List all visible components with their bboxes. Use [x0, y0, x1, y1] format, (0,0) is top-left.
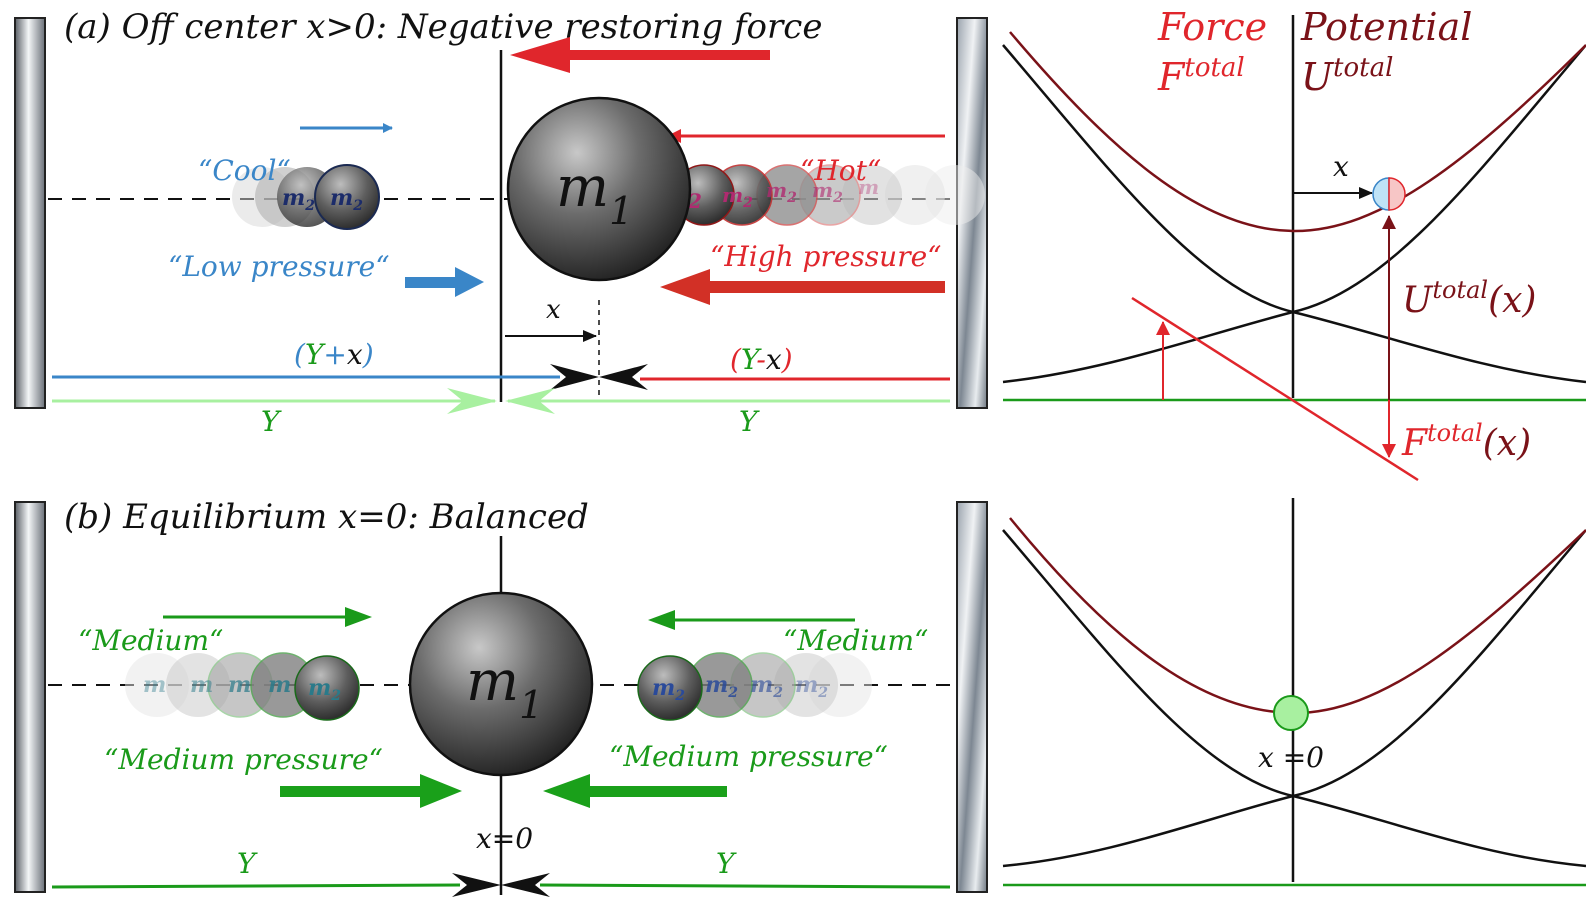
- hot-molecules: [673, 164, 985, 226]
- y-label-left-b: Y: [237, 847, 258, 880]
- graph-b-total-potential-curve: [1009, 517, 1586, 715]
- cool-mass-label-2: m2: [330, 185, 363, 214]
- panel-a-title: (a) Off center x>0: Negative restoring f…: [64, 7, 822, 47]
- graph-a-left-potential-curve: [1002, 44, 1586, 384]
- x0-label-b: x=0: [476, 822, 533, 855]
- graph-b-right-potential-curve: [1002, 529, 1586, 868]
- high-pressure-label: “High pressure“: [710, 240, 941, 273]
- graph-b-left-potential-curve: [1002, 529, 1586, 868]
- big-mass-label-b: m1: [466, 649, 543, 727]
- y-meet-head-right-b: [501, 873, 550, 897]
- big-mass-a: [506, 96, 692, 282]
- y-line-right-b: [539, 883, 951, 889]
- medium-right-molecules: [637, 652, 872, 721]
- left-length-label: (Y+x): [294, 338, 374, 371]
- cool-molecules: [232, 164, 380, 230]
- graph-a: Force Ftotal Potential Utotal x Utotal(x…: [1002, 5, 1586, 482]
- big-mass-b: [408, 591, 594, 777]
- meet-arrowhead-left: [550, 364, 599, 390]
- cool-label: “Cool“: [198, 154, 291, 187]
- panel-b: (b) Equilibrium x=0: Balanced m m m m m2: [14, 497, 988, 897]
- graph-b-equilibrium-ball: [1273, 695, 1309, 731]
- hot-mass-labels: 2 m2 m2 m2 m: [687, 175, 879, 213]
- medium-pressure-right-label: “Medium pressure“: [609, 740, 888, 773]
- graph-b-x0-label: x =0: [1258, 741, 1324, 774]
- x-label-a: x: [546, 295, 561, 325]
- potential-symbol: Utotal: [1301, 53, 1393, 99]
- force-title: Force: [1157, 5, 1267, 49]
- medium-right-label: “Medium“: [783, 624, 928, 657]
- hot-label: “Hot“: [800, 154, 881, 187]
- low-pressure-label: “Low pressure“: [168, 250, 390, 283]
- force-symbol: Ftotal: [1157, 53, 1245, 99]
- f-of-x-label: Ftotal(x): [1401, 419, 1531, 464]
- restoring-force-arrow: [510, 37, 770, 73]
- left-wall-a: [14, 17, 46, 409]
- low-pressure-arrow: [405, 267, 484, 297]
- medium-pressure-left-arrow: [280, 774, 462, 808]
- medium-left-label: “Medium“: [78, 624, 223, 657]
- medium-pressure-left-label: “Medium pressure“: [104, 743, 383, 776]
- u-of-x-label: Utotal(x): [1402, 276, 1536, 321]
- panel-a: (a) Off center x>0: Negative restoring f…: [14, 7, 988, 438]
- graph-a-state-ball: [1372, 177, 1406, 211]
- right-length-label: (Y-x): [730, 343, 793, 376]
- graph-a-force-line: [1131, 296, 1419, 482]
- graph-b: x =0: [1002, 498, 1586, 887]
- y-label-right-a: Y: [739, 405, 760, 438]
- big-mass-label-a: m1: [556, 155, 633, 233]
- meet-arrowhead-right: [599, 364, 648, 390]
- high-pressure-arrow: [660, 269, 945, 305]
- cool-mass-label-1: m2: [282, 185, 315, 214]
- y-label-left-a: Y: [261, 405, 282, 438]
- potential-title: Potential: [1300, 5, 1472, 49]
- panel-b-title: (b) Equilibrium x=0: Balanced: [64, 497, 589, 537]
- right-wall-b: [956, 501, 988, 893]
- medium-left-molecules: [125, 652, 360, 721]
- medium-right-mass-labels: m2 m2 m2 m2: [652, 672, 828, 706]
- left-wall-b: [14, 501, 46, 893]
- graph-a-right-potential-curve: [1002, 44, 1586, 384]
- medium-left-motion-head: [345, 607, 372, 627]
- graph-a-x-label: x: [1333, 150, 1349, 183]
- y-meet-head-left-b: [452, 873, 501, 897]
- graph-a-total-potential-curve: [1009, 31, 1586, 233]
- y-label-right-b: Y: [716, 847, 737, 880]
- medium-pressure-right-arrow: [543, 774, 727, 808]
- medium-left-mass-labels: m m m m m2: [143, 672, 341, 704]
- medium-right-motion-head: [648, 610, 675, 630]
- y-arrowhead-left-a: [447, 388, 497, 414]
- y-line-left-b: [51, 883, 461, 889]
- y-arrowhead-right-a: [505, 388, 555, 414]
